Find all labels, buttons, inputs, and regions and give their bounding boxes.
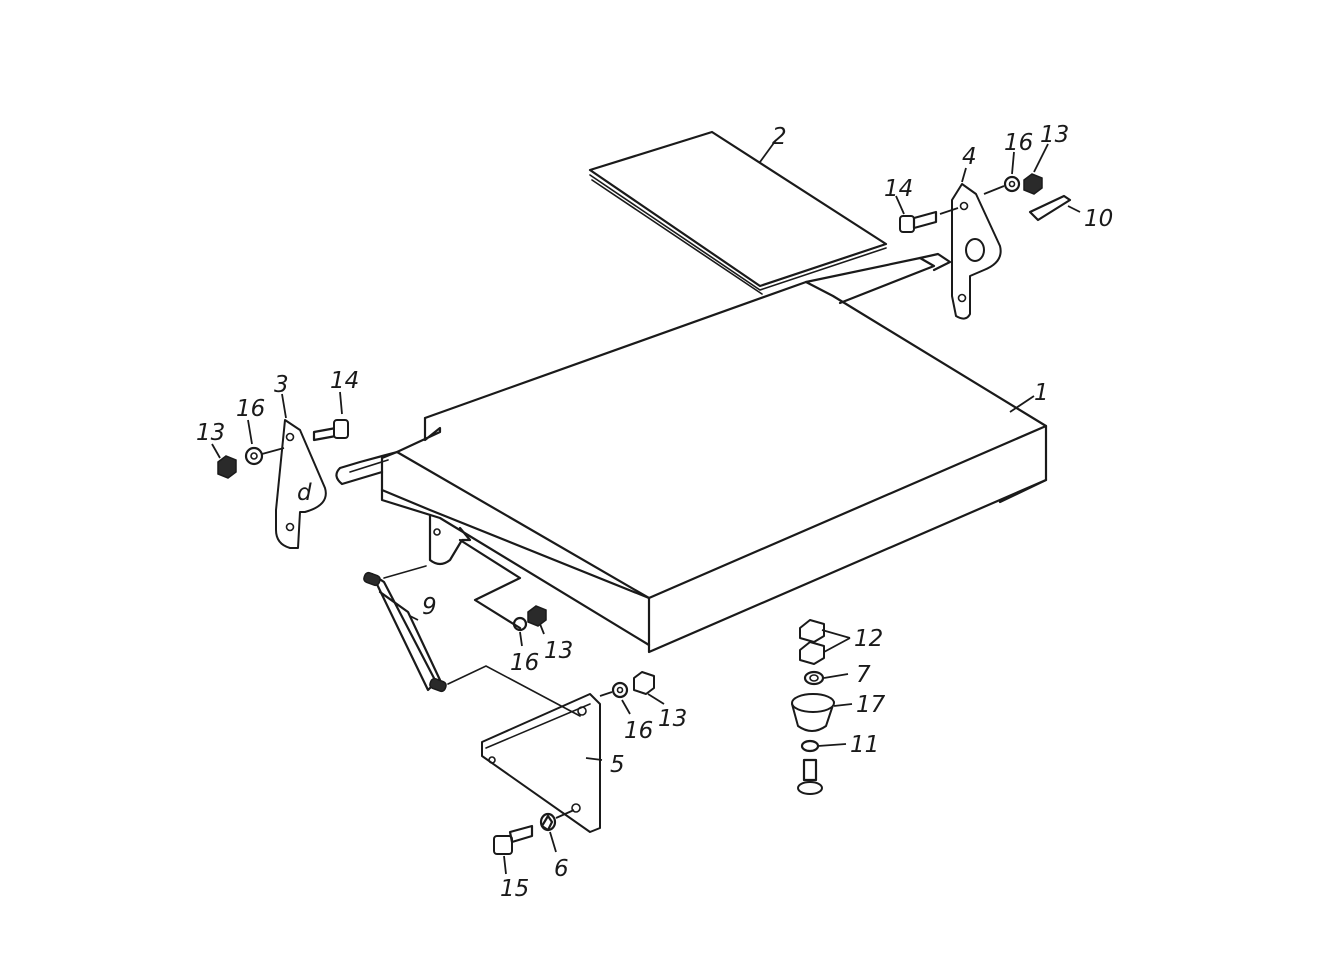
callout-5: 5 — [610, 752, 625, 778]
lower-bracket-fasteners — [493, 671, 655, 855]
callout-16-left: 16 — [236, 396, 265, 422]
callout-9: 9 — [422, 594, 437, 620]
callout-16-bracket: 16 — [624, 718, 653, 744]
callout-10: 10 — [1084, 206, 1113, 232]
callout-14-right: 14 — [884, 176, 913, 202]
callout-14-left: 14 — [330, 368, 359, 394]
table-body-part-1 — [335, 252, 1048, 654]
callout-labels: 1 2 3 4 5 6 7 9 10 11 12 13 13 13 13 14 … — [196, 122, 1113, 902]
plate-part-2 — [588, 130, 888, 295]
callout-16-under: 16 — [510, 650, 539, 676]
callout-3: 3 — [274, 372, 289, 398]
leader-lines — [211, 139, 1081, 875]
callout-1: 1 — [1034, 380, 1049, 406]
left-hinge-bracket-part-3: d — [275, 419, 327, 549]
callout-4: 4 — [962, 144, 977, 170]
callout-16-right: 16 — [1004, 130, 1033, 156]
callout-15: 15 — [500, 876, 529, 902]
gas-strut-part-9 — [363, 565, 581, 717]
callout-12: 12 — [854, 626, 883, 652]
callout-11: 11 — [850, 732, 879, 758]
foot-assembly — [791, 619, 853, 795]
callout-7: 7 — [856, 662, 871, 688]
callout-2: 2 — [772, 124, 787, 150]
callout-6: 6 — [554, 856, 569, 882]
right-hinge-fasteners — [899, 173, 1072, 233]
callout-13-left: 13 — [196, 420, 225, 446]
callout-13-bracket: 13 — [658, 706, 687, 732]
callout-13-right: 13 — [1040, 122, 1069, 148]
callout-13-under: 13 — [544, 638, 573, 664]
lower-bracket-part-5 — [481, 693, 601, 833]
right-hinge-bracket-part-4 — [951, 183, 1002, 320]
underside-fasteners — [512, 605, 547, 632]
callout-17: 17 — [856, 692, 886, 718]
bracket-mark: d — [297, 480, 312, 506]
left-hinge-fasteners — [217, 419, 349, 479]
